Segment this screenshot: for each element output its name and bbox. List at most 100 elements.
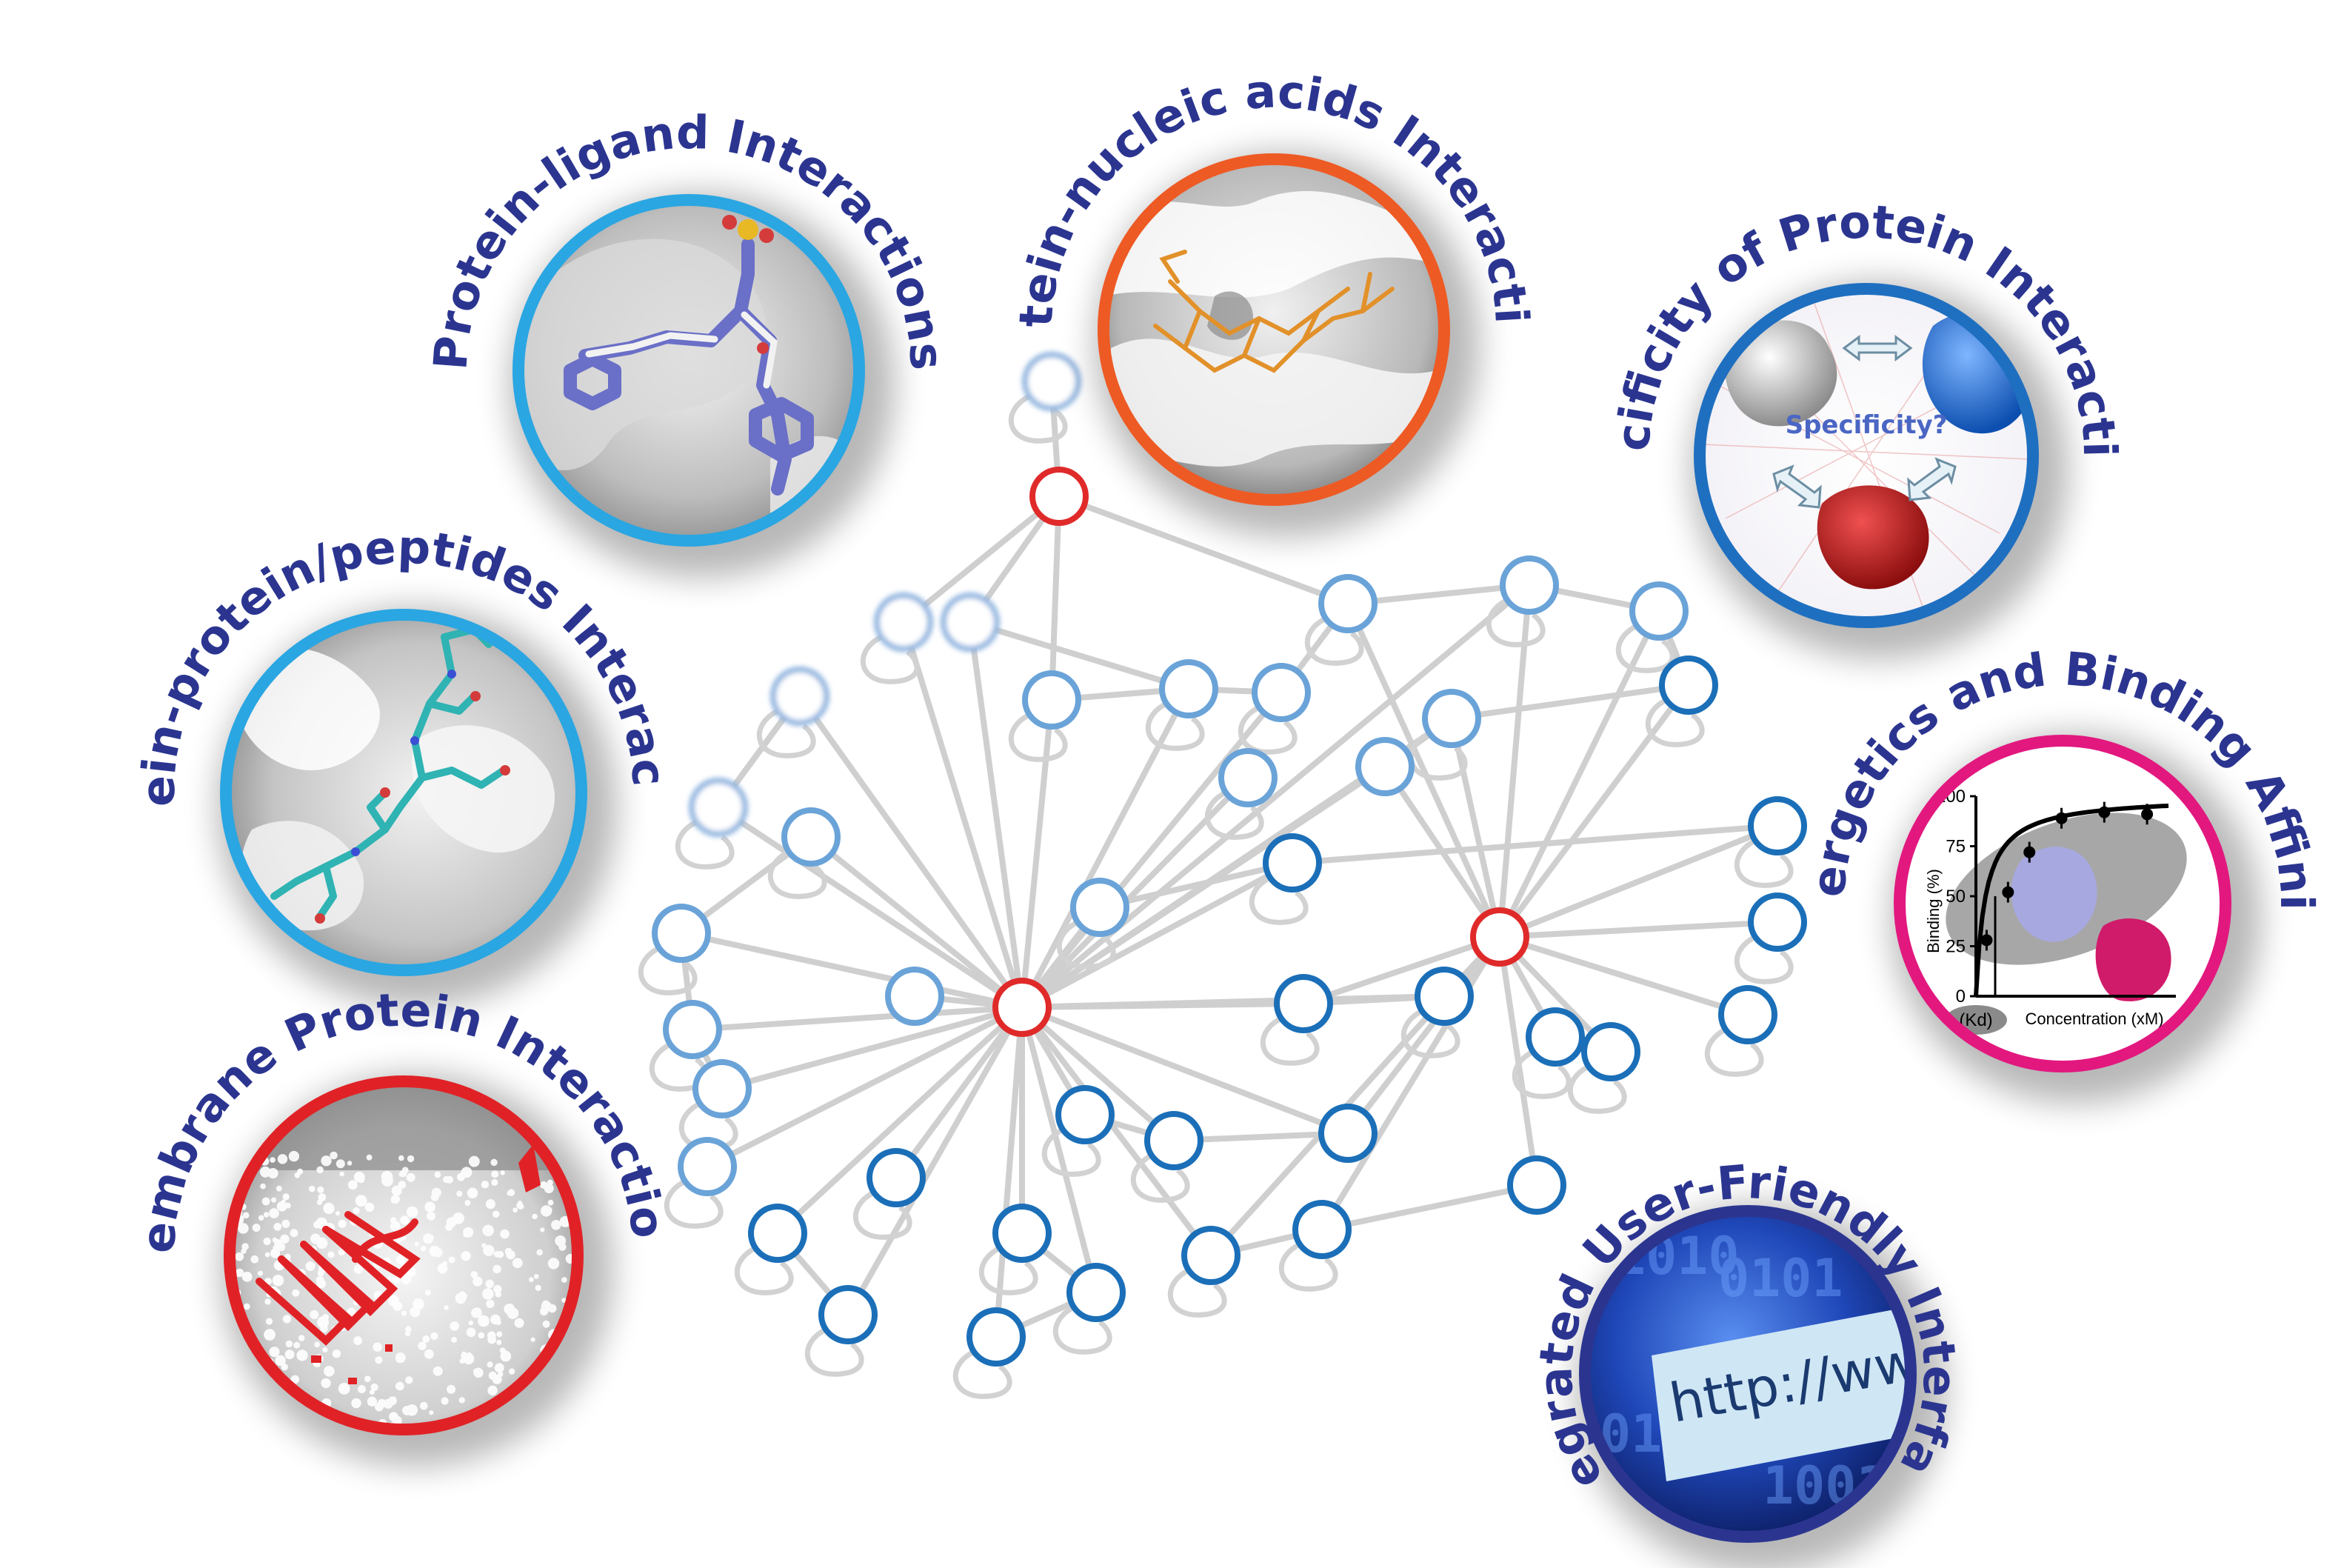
membrane-lipid [259, 1166, 271, 1178]
protein-node [1422, 689, 1481, 748]
membrane-lipid [496, 1339, 502, 1345]
svg-text:0101: 0101 [1718, 1248, 1843, 1309]
membrane-lipid [390, 1221, 401, 1232]
membrane-lipid [290, 1229, 298, 1238]
membrane-lipid [447, 1384, 456, 1394]
membrane-lipid [316, 1279, 327, 1289]
membrane-lipid [322, 1347, 328, 1352]
protein-node [1526, 1007, 1585, 1067]
self-loop [1008, 393, 1068, 444]
membrane-lipid [277, 1154, 288, 1164]
network-edge [901, 619, 1025, 1010]
membrane-lipid [424, 1290, 431, 1296]
membrane-lipid [353, 1336, 363, 1345]
membrane-lipid [316, 1166, 324, 1174]
protein-node [770, 667, 829, 726]
membrane-lipid [547, 1199, 554, 1206]
membrane-lipid [243, 1303, 250, 1310]
membrane-lipid [496, 1331, 503, 1338]
ligand-ring [512, 194, 865, 547]
membrane-lipid [530, 1337, 535, 1342]
membrane-lipid [494, 1363, 504, 1373]
protein-node [1055, 1085, 1115, 1144]
membrane-lipid [514, 1318, 524, 1328]
membrane-lipid [264, 1329, 276, 1341]
membrane-lipid [393, 1301, 403, 1311]
membrane-lipid [542, 1320, 550, 1328]
membrane-lipid [284, 1350, 295, 1360]
protein-node [992, 1204, 1052, 1263]
membrane-lipid [364, 1375, 371, 1383]
membrane-lipid [467, 1187, 478, 1199]
network-edge [1049, 493, 1062, 703]
membrane-lipid [347, 1307, 356, 1317]
membrane-lipid [473, 1276, 483, 1287]
membrane-lipid [391, 1185, 402, 1196]
network-edge [893, 1004, 1025, 1181]
membrane-lipid [317, 1270, 324, 1277]
membrane-lipid [536, 1249, 543, 1256]
y-tick-label: 50 [1946, 887, 1966, 907]
membrane-lipid [373, 1342, 382, 1352]
membrane-lipid [318, 1193, 327, 1201]
membrane-lipid [252, 1224, 261, 1232]
hub-node [1029, 467, 1089, 526]
self-loop [1408, 730, 1468, 781]
membrane-lipid [314, 1341, 320, 1348]
network-edge [1019, 1004, 1099, 1295]
network-edge [1300, 934, 1503, 1007]
network-edge [901, 493, 1062, 625]
membrane-lipid [347, 1180, 358, 1190]
membrane-lipid [495, 1319, 501, 1326]
protein-node [678, 1137, 737, 1196]
protein-node [781, 807, 841, 867]
membrane-lipid [420, 1245, 427, 1252]
membrane-lipid [473, 1367, 484, 1378]
membrane-lipid [500, 1229, 510, 1239]
self-loop [978, 1245, 1038, 1295]
membrane-lipid [308, 1185, 315, 1192]
membrane-lipid [406, 1404, 418, 1416]
specificity-question: Specificity? [1786, 410, 1948, 440]
membrane-lipid [451, 1336, 457, 1343]
self-loop [804, 1327, 864, 1377]
protein-node [966, 1307, 1026, 1367]
membrane-lipid [324, 1366, 335, 1377]
membrane-lipid [273, 1278, 278, 1283]
membrane-lipid [487, 1361, 493, 1368]
membrane-lipid [492, 1210, 500, 1218]
protein-node [1252, 663, 1311, 722]
data-point [2098, 806, 2111, 818]
membrane-lipid [364, 1202, 375, 1212]
membrane-lipid [506, 1250, 515, 1260]
network-edge [715, 804, 1025, 1010]
membrane-lipid [466, 1327, 476, 1338]
membrane-lipid [241, 1429, 247, 1436]
membrane-lipid [428, 1235, 434, 1241]
membrane-lipid [233, 1426, 243, 1429]
self-loop [1734, 934, 1794, 984]
self-loop [1645, 697, 1705, 747]
y-tick-label: 75 [1946, 837, 1966, 857]
membrane-lipid [377, 1398, 387, 1408]
membrane-lipid [313, 1221, 321, 1229]
data-point [2023, 846, 2036, 858]
interfaces-ring [1579, 1205, 1917, 1543]
membrane-lipid [263, 1237, 271, 1246]
membrane-lipid [270, 1248, 281, 1258]
self-loop [1615, 623, 1675, 673]
membrane-lipid [351, 1398, 361, 1409]
membrane-lipid [375, 1356, 383, 1364]
membrane-lipid [406, 1172, 415, 1182]
membrane-lipid [276, 1185, 282, 1192]
membrane-lipid [450, 1321, 460, 1331]
network-edge [1019, 582, 1532, 1010]
membrane-lipid [257, 1270, 264, 1276]
network-edge [1097, 860, 1295, 910]
network-edge [775, 1004, 1025, 1236]
membrane-lipid [281, 1219, 290, 1228]
data-point [2055, 812, 2068, 824]
y-tick-label: 25 [1946, 937, 1966, 957]
protein-node [1022, 352, 1081, 411]
